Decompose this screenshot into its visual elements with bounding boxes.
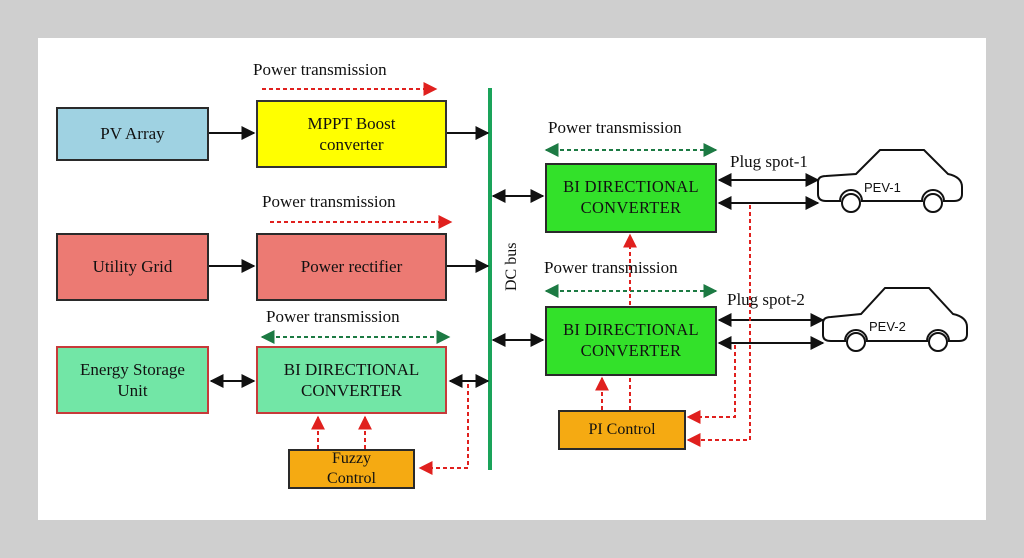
utility-grid-block: Utility Grid [56,233,209,301]
rectifier-label: Power rectifier [300,257,403,277]
bidirectional-converter-2-block: BI DIRECTIONAL CONVERTER [545,306,717,376]
storage-bidirectional-converter-block: BI DIRECTIONAL CONVERTER [256,346,447,414]
bus-feedback-to-fuzzy [418,384,469,475]
pv-array-block: PV Array [56,107,209,161]
bidir-storage-label: BI DIRECTIONAL CONVERTER [283,359,420,400]
energy-storage-block: Energy Storage Unit [56,346,209,414]
bidir-2-label: BI DIRECTIONAL CONVERTER [563,320,699,360]
power-transmission-label-2: Power transmission [262,192,396,211]
pev-1-feedback-to-pi [686,205,751,447]
utility-grid-label: Utility Grid [92,257,173,277]
power-transmission-label-1: Power transmission [253,60,387,79]
plug-spot-1-label: Plug spot-1 [730,152,808,171]
dc-bus-label: DC bus [503,242,520,291]
power-transmission-label-5: Power transmission [544,258,678,277]
bidir-1-label: BI DIRECTIONAL CONVERTER [563,177,699,217]
mppt-boost-converter-block: MPPT Boost converter [256,100,447,168]
pev-2-feedback-to-pi [686,345,736,424]
energy-storage-label: Energy Storage Unit [80,359,185,400]
pi-control-label: PI Control [588,421,656,438]
fuzzy-control-block: Fuzzy Control [288,449,415,489]
bidirectional-converter-1-block: BI DIRECTIONAL CONVERTER [545,163,717,233]
pev-2-car-icon [822,287,968,352]
pev-1-car-icon [817,149,963,213]
power-transmission-label-4: Power transmission [548,118,682,137]
fuzzy-control-label: Fuzzy Control [327,450,376,487]
pev-1-label: PEV-1 [864,180,901,195]
pv-array-label: PV Array [100,124,165,144]
plug-spot-2-label: Plug spot-2 [727,290,805,309]
pi-control-block: PI Control [558,410,686,450]
power-transmission-label-3: Power transmission [266,307,400,326]
pev-2-label: PEV-2 [869,319,906,334]
power-rectifier-block: Power rectifier [256,233,447,301]
mppt-label: MPPT Boost converter [307,113,396,154]
